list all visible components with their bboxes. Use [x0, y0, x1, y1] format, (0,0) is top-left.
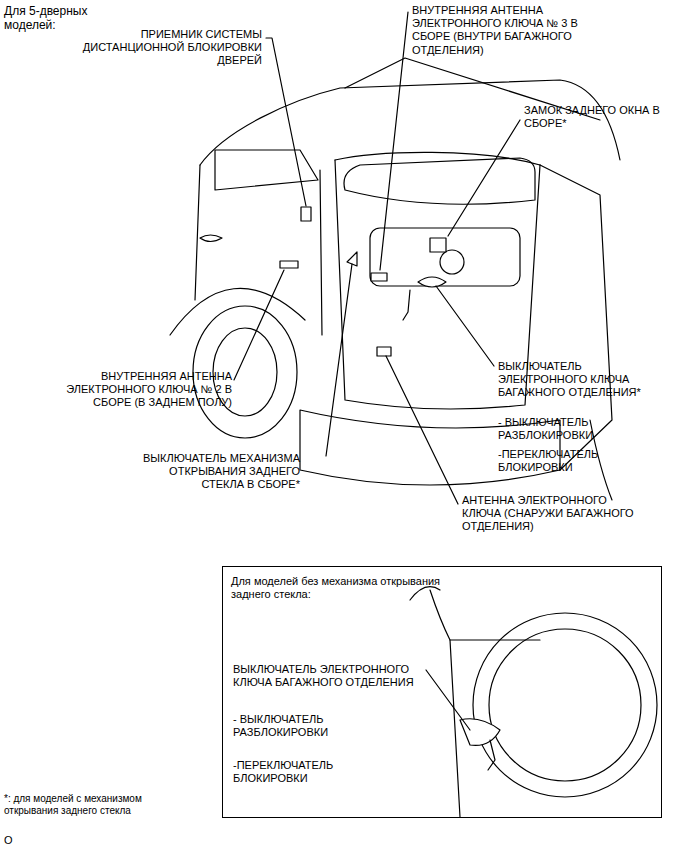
part-label: -ПЕРЕКЛЮЧАТЕЛЬ БЛОКИРОВКИ: [233, 759, 358, 785]
inset-frame: Для моделей без механизма открывания зад…: [222, 566, 662, 818]
part-label: АНТЕННА ЭЛЕКТРОННОГО КЛЮЧА (СНАРУЖИ БАГА…: [462, 494, 646, 534]
footnote: *: для моделей с механизмом открывания з…: [4, 793, 179, 817]
part-label: ВНУТРЕННЯЯ АНТЕННА ЭЛЕКТРОННОГО КЛЮЧА № …: [412, 4, 598, 57]
part-label: -ПЕРЕКЛЮЧАТЕЛЬ БЛОКИРОВКИ: [498, 448, 623, 474]
page-mark: O: [4, 834, 24, 847]
inset-heading: Для моделей без механизма открывания зад…: [231, 575, 451, 601]
part-label: ВНУТРЕННЯЯ АНТЕННА ЭЛЕКТРОННОГО КЛЮЧА № …: [56, 370, 232, 410]
part-label: ВЫКЛЮЧАТЕЛЬ ЭЛЕКТРОННОГО КЛЮЧА БАГАЖНОГО…: [233, 663, 423, 689]
section-heading: Для 5-дверных моделей:: [4, 4, 114, 33]
part-label: - ВЫКЛЮЧАТЕЛЬ РАЗБЛОКИРОВКИ: [233, 713, 363, 739]
part-label: ПРИЕМНИК СИСТЕМЫ ДИСТАНЦИОННОЙ БЛОКИРОВК…: [82, 28, 262, 68]
part-label: ВЫКЛЮЧАТЕЛЬ МЕХАНИЗМА ОТКРЫВАНИЯ ЗАДНЕГО…: [134, 452, 300, 492]
part-label: ВЫКЛЮЧАТЕЛЬ ЭЛЕКТРОННОГО КЛЮЧА БАГАЖНОГО…: [498, 360, 660, 400]
part-label: ЗАМОК ЗАДНЕГО ОКНА В СБОРЕ*: [524, 104, 674, 130]
part-label: - ВЫКЛЮЧАТЕЛЬ РАЗБЛОКИРОВКИ: [498, 416, 628, 442]
